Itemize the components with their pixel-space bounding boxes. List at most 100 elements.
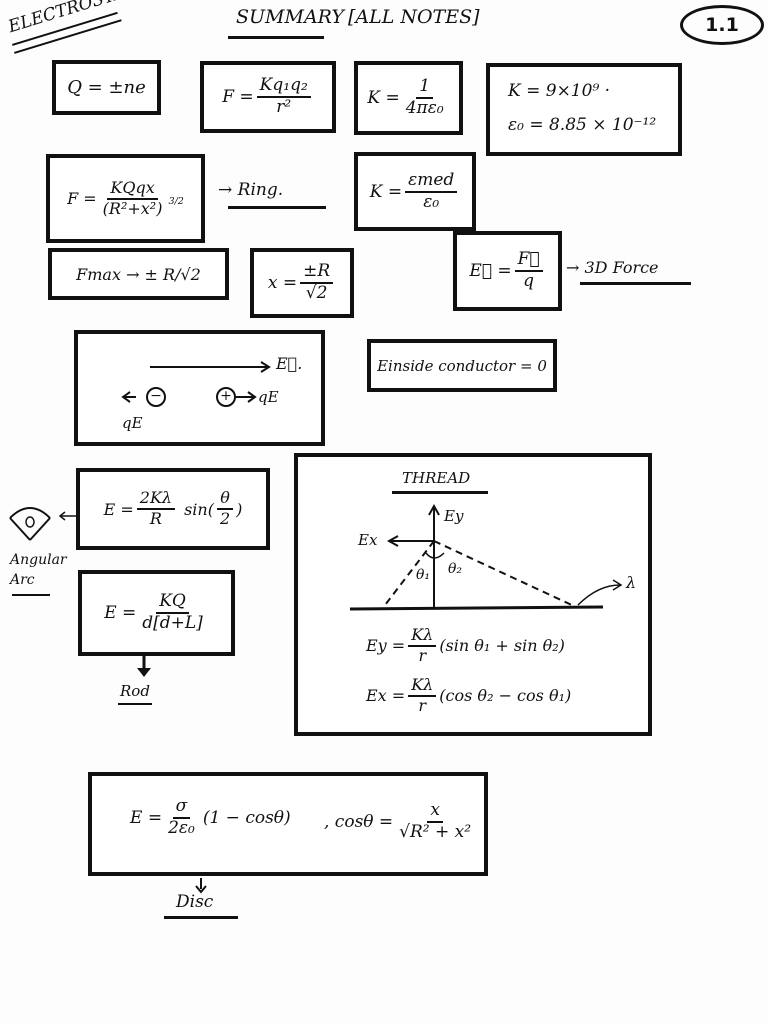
negative-sign: − [150, 388, 162, 404]
e-num: F⃗ [514, 250, 543, 272]
theta2-dashed-line [433, 540, 577, 608]
coulomb-den: r² [276, 97, 292, 117]
arc-label-underline [12, 594, 50, 596]
ring-force-box: F = KQqx(R²+x²) 3/2 [46, 154, 205, 243]
rod-num: KQ [156, 592, 189, 614]
field-arrow-label: E⃗. [276, 354, 303, 373]
k-def-lhs: K = [367, 88, 400, 108]
angle-arc [425, 552, 445, 559]
rod-lhs: E = [104, 603, 137, 623]
disc-cos-lhs: , cosθ = [324, 811, 394, 832]
fmax-box: Fmax → ± R/√2 [48, 248, 229, 300]
positive-sign: + [220, 388, 232, 404]
electric-field-box: E⃗ = F⃗q [453, 231, 562, 311]
page-title-main: SUMMARY [236, 6, 344, 28]
ring-label: → Ring. [218, 180, 284, 200]
disc-den: 2ε₀ [168, 817, 195, 838]
rod-down-arrow-icon [137, 656, 151, 677]
ring-lhs: F = [67, 189, 97, 208]
left-force-label: qE [122, 414, 143, 432]
arc-sketch-pointer-head [58, 511, 66, 521]
lambda-pointer-head [612, 579, 623, 591]
disc-cos-num: x [427, 801, 443, 823]
ey-num: Kλ [408, 626, 437, 647]
rod-label-underline [118, 703, 152, 705]
arc-sketch-arc [9, 507, 51, 519]
arc-den: R [149, 509, 162, 528]
ey-den: r [418, 645, 427, 665]
disc-label: Disc [176, 892, 214, 912]
disc-lhs: E = [130, 807, 163, 828]
ey-arrowhead [428, 503, 440, 516]
page-title: SUMMARY [ALL NOTES] [236, 6, 480, 28]
disc-cos-den: √R² + x² [399, 821, 472, 842]
lambda-pointer [577, 584, 621, 606]
arc-sketch-right-radius [29, 517, 51, 541]
disc-cos-formula: , cosθ = x√R² + x² [324, 801, 477, 842]
k-def-den: 4πε₀ [405, 98, 444, 118]
disc-num: σ [172, 797, 191, 819]
thread-line [349, 605, 604, 611]
arc-num: 2Kλ [136, 489, 176, 510]
inside-conductor-formula: Einside conductor = 0 [377, 356, 547, 375]
title-underline [228, 36, 324, 39]
arc-label: Angular Arc [10, 552, 67, 588]
ring-den: (R²+x²) [102, 198, 163, 218]
positive-charge-circle [216, 387, 236, 407]
thread-title-underline [392, 491, 488, 494]
coulomb-lhs: F = [222, 87, 254, 107]
rod-arrow-head [137, 668, 151, 677]
lambda-label: λ [626, 573, 637, 592]
arc-sketch-left-radius [9, 517, 31, 541]
arc-sketch-icon [9, 507, 76, 541]
e-lhs: E⃗ = [469, 261, 512, 281]
k-value: K = 9×10⁹ · [508, 81, 611, 101]
ex-lhs: Ex = [366, 686, 406, 706]
page-badge-text: 1.1 [705, 14, 739, 36]
arc-theta-num: θ [217, 489, 233, 510]
arc-theta-den: 2 [219, 509, 231, 528]
field-arrowhead [260, 361, 271, 373]
x-lhs: x = [267, 273, 298, 293]
field-force-diagram-box: E⃗. − + qE qE [74, 330, 325, 446]
x-num: ±R [300, 262, 334, 284]
charge-formula: Q = ±ne [67, 77, 146, 98]
ey-lhs: Ey = [366, 636, 406, 656]
charge-quantization-box: Q = ±ne [52, 60, 161, 115]
ex-num: Kλ [408, 676, 437, 697]
right-force-label: qE [258, 388, 279, 406]
theta1-dashed-line [381, 540, 435, 610]
coulomb-num: Kq₁q₂ [256, 76, 311, 98]
disc-label-underline [164, 916, 238, 919]
ex-rhs: (cos θ₂ − cos θ₁) [439, 686, 572, 706]
k-med-num: εmed [405, 171, 458, 193]
epsilon-value: ε₀ = 8.85 × 10⁻¹² [508, 115, 657, 135]
ex-label: Ex [358, 531, 378, 549]
x-den: √2 [305, 283, 328, 303]
k-def-num: 1 [416, 77, 434, 99]
right-force-arrowhead [247, 391, 257, 403]
ex-arrowhead [386, 535, 399, 547]
ey-rhs: (sin θ₁ + sin θ₂) [439, 636, 565, 656]
theta2-label: θ₂ [448, 561, 463, 577]
ring-num: KQqx [107, 179, 158, 200]
arc-trig: sin( [184, 499, 214, 519]
e-den: q [523, 271, 535, 291]
ey-label: Ey [444, 507, 464, 525]
thread-diagram [349, 503, 623, 611]
x-position-box: x = ±R√2 [250, 248, 354, 318]
ring-power: 3/2 [168, 196, 184, 208]
arc-close: ) [236, 499, 243, 519]
ring-underline [228, 206, 326, 209]
force-3d-underline [580, 282, 691, 285]
theta1-label: θ₁ [416, 567, 431, 583]
